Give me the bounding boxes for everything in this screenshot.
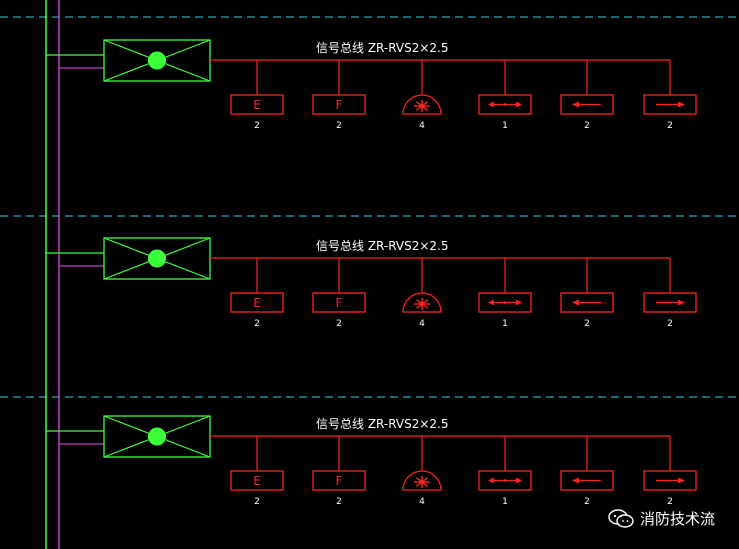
watermark-text: 消防技术流 — [639, 510, 715, 528]
left-arrow-icon: 2 — [560, 60, 614, 131]
exhaust-device-icon: E2 — [230, 60, 284, 131]
status-indicator-dot — [148, 427, 166, 446]
status-indicator-dot — [148, 51, 166, 70]
device-count: 4 — [419, 497, 425, 507]
device-count: 1 — [502, 497, 508, 507]
device-count: 2 — [584, 497, 590, 507]
light-beacon-icon: 4 — [402, 60, 442, 131]
status-indicator-dot — [148, 249, 166, 268]
left-arrow-icon: 2 — [560, 436, 614, 507]
device-count: 4 — [419, 121, 425, 131]
device-count: 4 — [419, 319, 425, 329]
device-letter: F — [336, 296, 343, 310]
fan-device-icon: F2 — [312, 258, 366, 329]
device-count: 2 — [584, 319, 590, 329]
light-beacon-icon: 4 — [402, 258, 442, 329]
device-letter: E — [253, 474, 261, 488]
fan-device-icon: F2 — [312, 60, 366, 131]
device-count: 2 — [254, 121, 260, 131]
light-beacon-icon: 4 — [402, 436, 442, 507]
right-arrow-icon: 2 — [643, 258, 697, 329]
exhaust-device-icon: E2 — [230, 258, 284, 329]
device-count: 1 — [502, 319, 508, 329]
fan-device-icon: F2 — [312, 436, 366, 507]
device-count: 2 — [667, 497, 673, 507]
right-arrow-icon: 2 — [643, 60, 697, 131]
device-letter: E — [253, 296, 261, 310]
device-count: 2 — [584, 121, 590, 131]
bidirectional-arrow-icon: 1 — [478, 258, 532, 329]
watermark: 消防技术流 — [608, 508, 715, 529]
controller-box — [103, 39, 211, 82]
device-count: 2 — [667, 121, 673, 131]
controller-box — [103, 237, 211, 280]
signal-bus-label: 信号总线 ZR-RVS2×2.5 — [316, 417, 449, 431]
device-count: 2 — [254, 319, 260, 329]
device-count: 1 — [502, 121, 508, 131]
signal-bus-label: 信号总线 ZR-RVS2×2.5 — [316, 41, 449, 55]
device-count: 2 — [667, 319, 673, 329]
bidirectional-arrow-icon: 1 — [478, 60, 532, 131]
device-count: 2 — [336, 497, 342, 507]
vertical-bus-lines — [45, 0, 60, 549]
device-count: 2 — [336, 121, 342, 131]
device-letter: E — [253, 98, 261, 112]
dashed-grid-lines — [0, 16, 739, 398]
wechat-icon — [608, 508, 634, 528]
device-letter: F — [336, 98, 343, 112]
exhaust-device-icon: E2 — [230, 436, 284, 507]
device-letter: F — [336, 474, 343, 488]
controller-box — [103, 415, 211, 458]
right-arrow-icon: 2 — [643, 436, 697, 507]
device-count: 2 — [254, 497, 260, 507]
left-arrow-icon: 2 — [560, 258, 614, 329]
signal-bus-label: 信号总线 ZR-RVS2×2.5 — [316, 239, 449, 253]
device-count: 2 — [336, 319, 342, 329]
bidirectional-arrow-icon: 1 — [478, 436, 532, 507]
